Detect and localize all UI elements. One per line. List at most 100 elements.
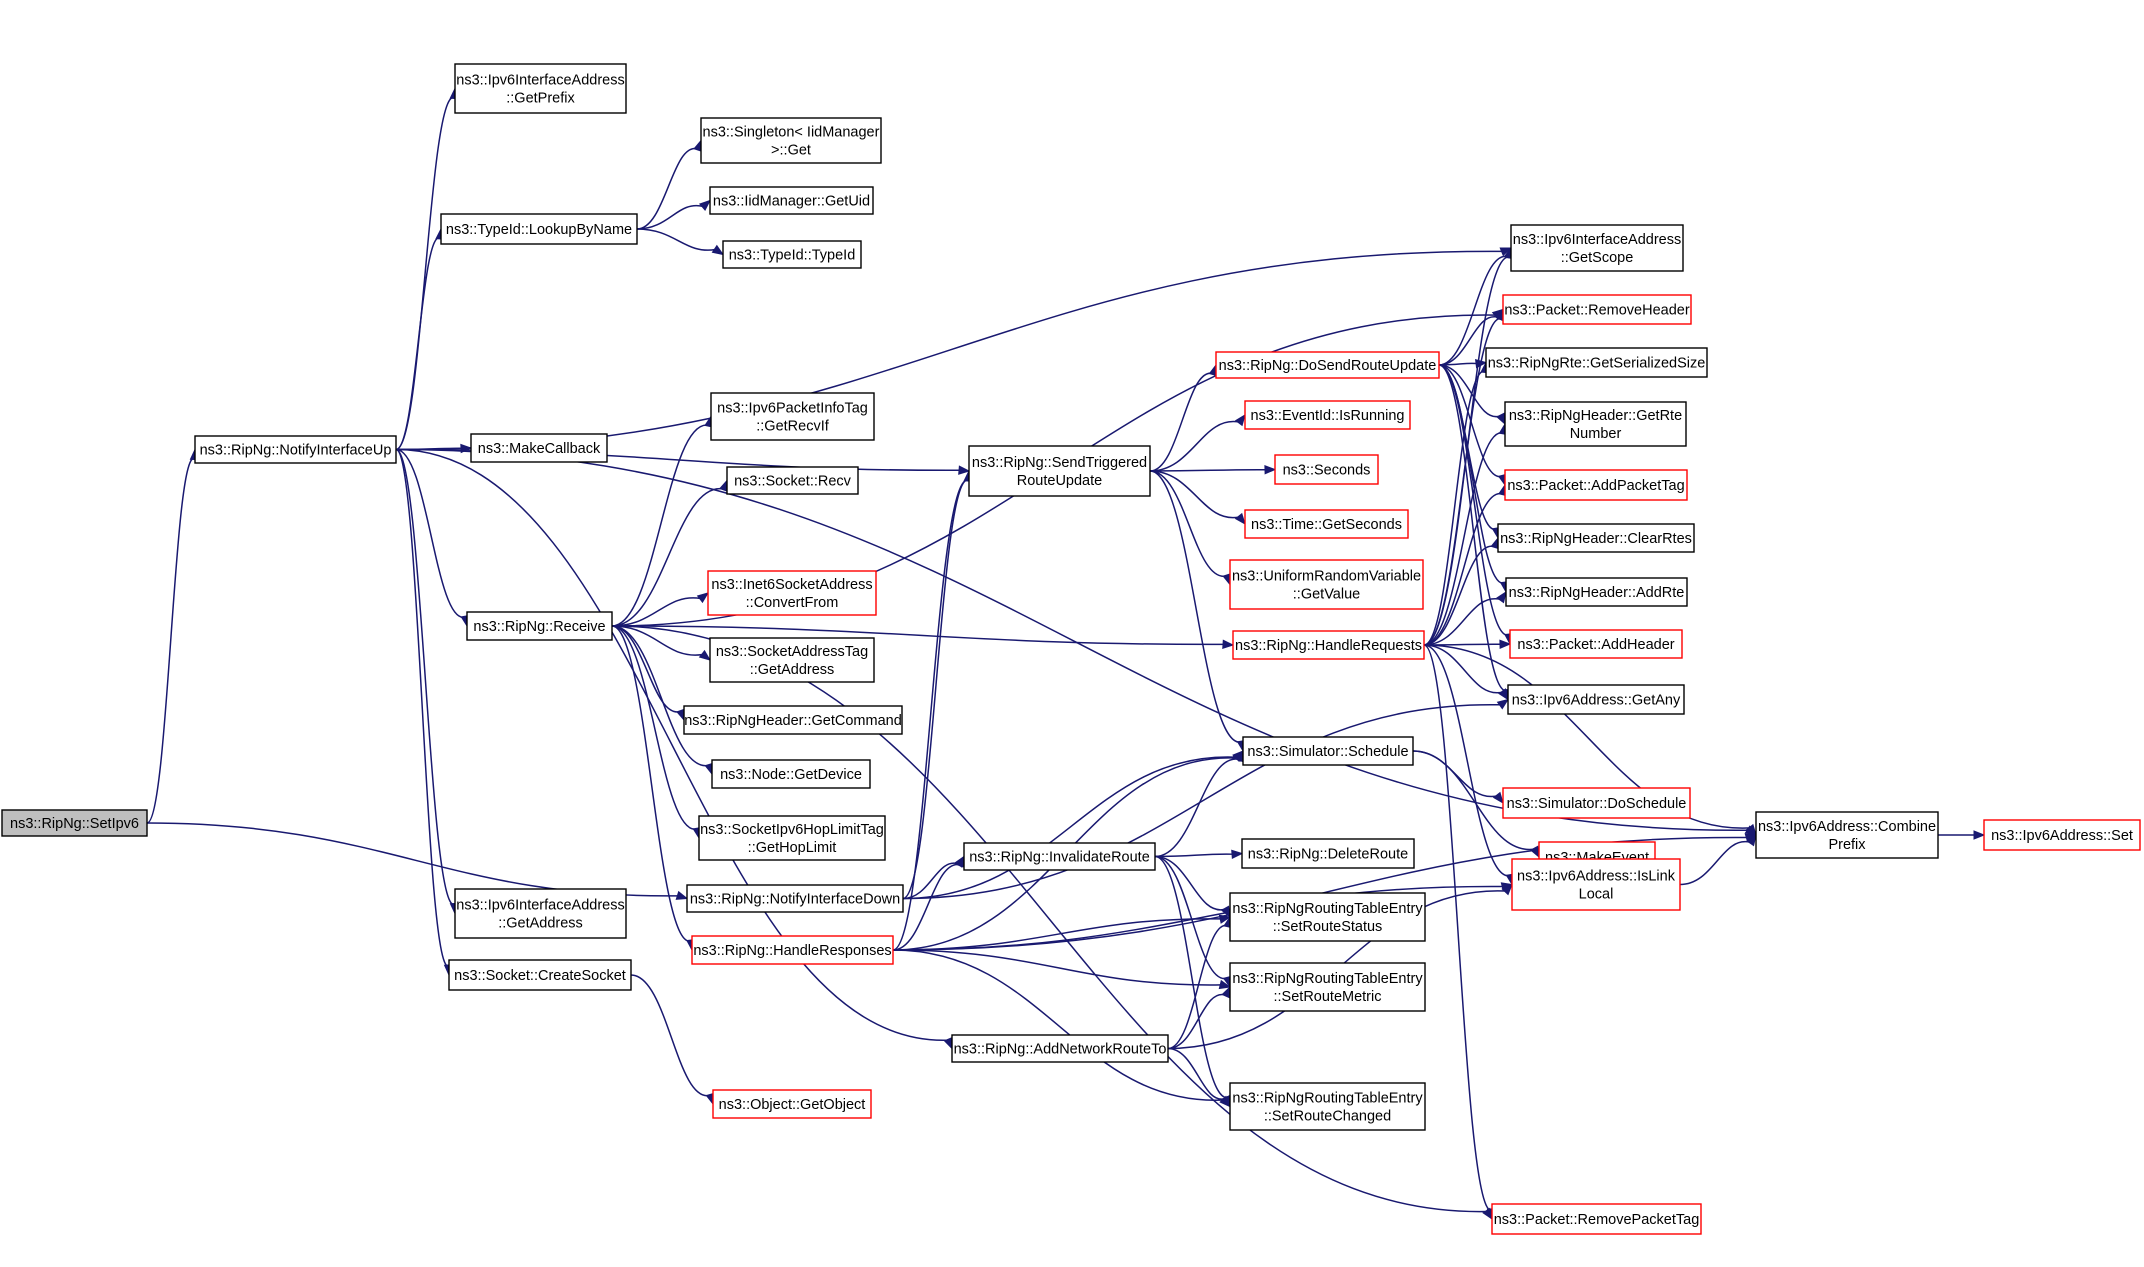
edge-line [636, 204, 704, 230]
edge-line [1423, 644, 1504, 694]
node-label: ::SetRouteStatus [1273, 919, 1383, 935]
arrowhead [698, 199, 712, 211]
edge-setipv6-to-notifydown [146, 822, 689, 900]
node-addr-getany[interactable]: ns3::Ipv6Address::GetAny [1507, 684, 1685, 715]
node-pkt-removepackettag[interactable]: ns3::Packet::RemovePacketTag [1491, 1203, 1702, 1235]
arrowhead [1234, 413, 1246, 427]
node-object-getobject[interactable]: ns3::Object::GetObject [712, 1089, 872, 1119]
node-pkt-removeheader[interactable]: ns3::Packet::RemoveHeader [1502, 294, 1692, 325]
node-inet6-convertfrom[interactable]: ns3::Inet6SocketAddress::ConvertFrom [707, 570, 877, 616]
node-label: ns3::Time::GetSeconds [1251, 517, 1402, 533]
node-label: ns3::TypeId::TypeId [729, 248, 856, 264]
arrowhead [1496, 590, 1507, 604]
edge-sim_schedule-to-sim_doschedule [1412, 750, 1504, 805]
node-notifydown[interactable]: ns3::RipNg::NotifyInterfaceDown [686, 884, 904, 913]
edge-line [146, 822, 679, 897]
edge-notifyup-to-addnetworkroute [395, 448, 953, 1050]
node-notifyup[interactable]: ns3::RipNg::NotifyInterfaceUp [194, 435, 397, 464]
arrowhead [1221, 985, 1231, 999]
node-hdr-addrte[interactable]: ns3::RipNgHeader::AddRte [1505, 577, 1688, 607]
node-setipv6[interactable]: ns3::RipNg::SetIpv6 [1, 809, 148, 837]
node-box [448, 959, 632, 991]
node-ifaddr-getaddress[interactable]: ns3::Ipv6InterfaceAddress::GetAddress [454, 888, 627, 939]
node-makecallback[interactable]: ns3::MakeCallback [470, 433, 608, 463]
node-addr-set[interactable]: ns3::Ipv6Address::Set [1983, 819, 2141, 851]
edge-line [892, 949, 1224, 1101]
node-setroutestatus[interactable]: ns3::RipNgRoutingTableEntry::SetRouteSta… [1229, 892, 1426, 942]
edge-invalidateroute-to-setroutemetric [1154, 855, 1232, 989]
node-box [1504, 401, 1687, 447]
node-node-getdevice[interactable]: ns3::Node::GetDevice [711, 759, 871, 789]
node-box [1, 809, 148, 837]
arrowhead [1264, 465, 1277, 475]
node-pkt-addheader[interactable]: ns3::Packet::AddHeader [1509, 629, 1683, 659]
arrowhead [1231, 849, 1244, 860]
node-box [1505, 577, 1688, 607]
node-label: ns3::RipNgRte::GetSerializedSize [1488, 356, 1706, 372]
node-dosendrouteupdate[interactable]: ns3::RipNg::DoSendRouteUpdate [1215, 351, 1440, 379]
edge-dosendrouteupdate-to-pkt_addpackettag [1438, 364, 1508, 487]
edge-lookupbyname-to-typeid_typeid [636, 228, 725, 256]
arrowhead [675, 890, 689, 900]
node-sim-schedule[interactable]: ns3::Simulator::Schedule [1242, 736, 1414, 766]
node-box [1229, 962, 1426, 1012]
edge-notifyup-to-lookupbyname [395, 227, 445, 451]
node-hdr-getcommand[interactable]: ns3::RipNgHeader::GetCommand [683, 705, 903, 735]
node-box [968, 445, 1151, 497]
node-singleton-get[interactable]: ns3::Singleton< IidManager>::Get [700, 117, 882, 164]
edge-notifydown-to-sendtriggered [902, 469, 973, 900]
edge-handlerequests-to-addr_combineprefix [1423, 644, 1757, 837]
node-receive[interactable]: ns3::RipNg::Receive [466, 611, 613, 641]
node-handleresponses[interactable]: ns3::RipNg::HandleResponses [691, 935, 894, 965]
edge-line [1167, 993, 1227, 1050]
node-box [709, 637, 875, 683]
edge-line [395, 96, 456, 451]
node-ifaddr-getscope[interactable]: ns3::Ipv6InterfaceAddress::GetScope [1510, 224, 1684, 272]
node-seconds[interactable]: ns3::Seconds [1274, 454, 1379, 485]
node-createsocket[interactable]: ns3::Socket::CreateSocket [448, 959, 632, 991]
node-ifaddr-getprefix[interactable]: ns3::Ipv6InterfaceAddress::GetPrefix [454, 63, 627, 114]
node-box [1510, 224, 1684, 272]
node-box [1244, 400, 1411, 430]
node-deleteroute[interactable]: ns3::RipNg::DeleteRoute [1241, 838, 1415, 869]
node-label: ns3::Socket::CreateSocket [454, 968, 626, 984]
node-addnetworkroute[interactable]: ns3::RipNg::AddNetworkRouteTo [951, 1034, 1169, 1063]
node-eventid-isrunning[interactable]: ns3::EventId::IsRunning [1244, 400, 1411, 430]
arrowhead [1501, 883, 1513, 896]
node-sim-doschedule[interactable]: ns3::Simulator::DoSchedule [1502, 787, 1691, 819]
node-typeid-typeid[interactable]: ns3::TypeId::TypeId [722, 240, 862, 269]
node-iid-getuid[interactable]: ns3::IidManager::GetUid [709, 186, 874, 215]
node-box [1274, 454, 1379, 485]
node-label: ns3::RipNgRoutingTableEntry [1232, 1091, 1423, 1107]
node-pkttag-getrecvif[interactable]: ns3::Ipv6PacketInfoTag::GetRecvIf [710, 392, 875, 441]
node-rte-getserializedsize[interactable]: ns3::RipNgRte::GetSerializedSize [1485, 347, 1708, 378]
node-box [1244, 509, 1409, 539]
arrowhead [1499, 247, 1513, 257]
edge-addnetworkroute-to-setroutechanged [1167, 1047, 1231, 1108]
node-setroutemetric[interactable]: ns3::RipNgRoutingTableEntry::SetRouteMet… [1229, 962, 1426, 1012]
node-time-getseconds[interactable]: ns3::Time::GetSeconds [1244, 509, 1409, 539]
node-setroutechanged[interactable]: ns3::RipNgRoutingTableEntry::SetRouteCha… [1229, 1082, 1426, 1131]
edge-lookupbyname-to-iid_getuid [636, 199, 712, 230]
node-pkt-addpackettag[interactable]: ns3::Packet::AddPacketTag [1504, 469, 1688, 501]
node-box [963, 842, 1156, 871]
edge-line [636, 147, 699, 230]
node-urv-getvalue[interactable]: ns3::UniformRandomVariable::GetValue [1229, 559, 1424, 610]
node-box [726, 466, 859, 495]
node-lookupbyname[interactable]: ns3::TypeId::LookupByName [440, 213, 638, 245]
node-hoplimit-get[interactable]: ns3::SocketIpv6HopLimitTag::GetHopLimit [698, 815, 886, 861]
node-label: ns3::Ipv6Address::GetAny [1512, 693, 1681, 709]
edge-handleresponses-to-setroutemetric [892, 949, 1232, 990]
node-invalidateroute[interactable]: ns3::RipNg::InvalidateRoute [963, 842, 1156, 871]
node-box [691, 935, 894, 965]
node-socket-recv[interactable]: ns3::Socket::Recv [726, 466, 859, 495]
edge-line [902, 704, 1501, 900]
node-handlerequests[interactable]: ns3::RipNg::HandleRequests [1232, 630, 1425, 660]
node-sockaddrtag-getaddr[interactable]: ns3::SocketAddressTag::GetAddress [709, 637, 875, 683]
node-label: ns3::Seconds [1283, 463, 1371, 479]
node-hdr-clearrtes[interactable]: ns3::RipNgHeader::ClearRtes [1497, 523, 1695, 553]
